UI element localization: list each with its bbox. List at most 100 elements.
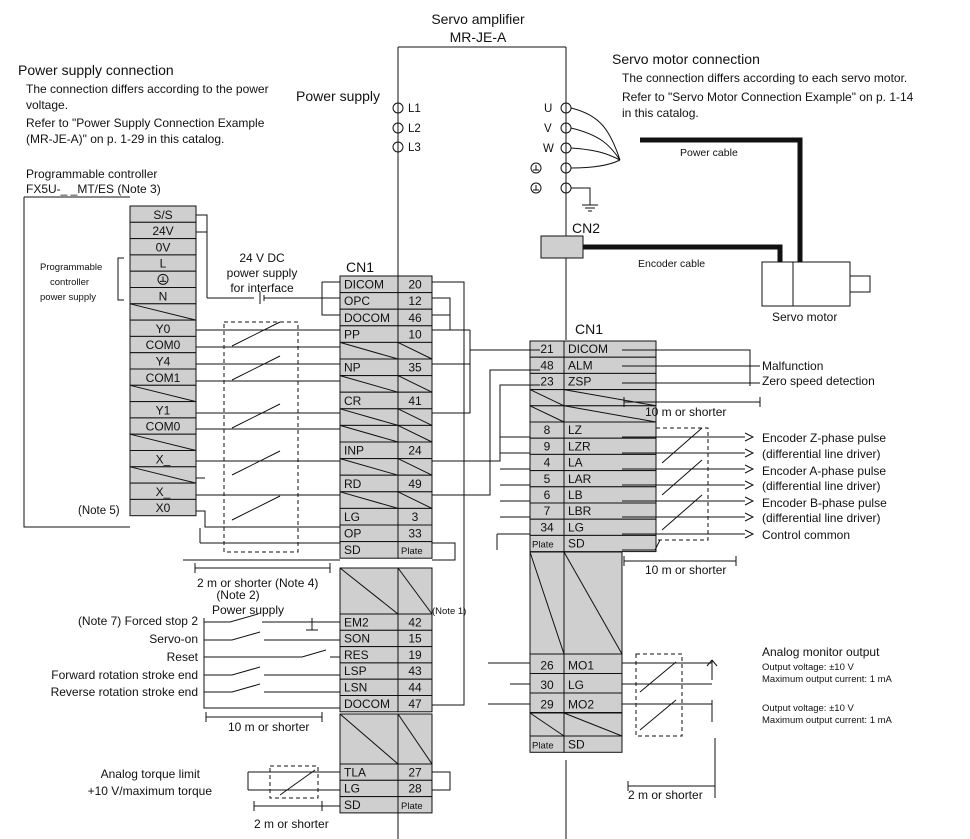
power-supply-small-label: Power supply bbox=[212, 603, 284, 617]
dc24-line: 24 V DC bbox=[239, 251, 285, 265]
cn1-internal-wiring bbox=[432, 281, 540, 706]
cn1-right-sig: LBR bbox=[568, 504, 592, 518]
cn1-right-filler bbox=[563, 551, 623, 655]
power-cable-label: Power cable bbox=[680, 147, 738, 159]
cn1-right-pin: 23 bbox=[540, 375, 554, 389]
psc-line: The connection differs according to the … bbox=[26, 82, 269, 96]
cn1-right-lower-pin: 26 bbox=[540, 659, 554, 673]
servo-motor: Servo motor bbox=[761, 261, 871, 324]
encoder-z-label: Encoder Z-phase pulse bbox=[762, 431, 886, 445]
ten-m-1: 10 m or shorter bbox=[645, 405, 726, 419]
cn1-left-sig: LG bbox=[344, 510, 360, 524]
two-m-note4: 2 m or shorter (Note 4) bbox=[197, 576, 318, 590]
cn1-lower-sig: EM2 bbox=[344, 615, 369, 629]
zero-speed-label: Zero speed detection bbox=[762, 374, 875, 388]
dc24-line: power supply bbox=[227, 266, 298, 280]
power-cable bbox=[640, 137, 803, 262]
plc-power-brace bbox=[117, 257, 124, 301]
cn1-lower-sig: SON bbox=[344, 632, 370, 646]
cn1-left-sig: PP bbox=[344, 327, 360, 341]
encoder-b-label: Encoder B-phase pulse bbox=[762, 496, 887, 510]
cn1-right-sig: ALM bbox=[568, 358, 593, 372]
amplifier-model: MR-JE-A bbox=[450, 29, 507, 45]
plc-terminal-label: COM1 bbox=[146, 371, 181, 385]
plc-blank bbox=[129, 466, 197, 484]
cn1-lower-pin: 19 bbox=[408, 648, 422, 662]
cn1-tla-pin: 28 bbox=[408, 782, 422, 796]
cn1-right-pin: 48 bbox=[540, 358, 554, 372]
smc-line: in this catalog. bbox=[622, 106, 699, 120]
servo-on-label: Servo-on bbox=[149, 632, 198, 646]
cn1-left-pin: 10 bbox=[408, 327, 422, 341]
cn1-left-blank bbox=[397, 458, 433, 476]
plc-wiring: 2 m or shorter (Note 4) bbox=[183, 281, 340, 590]
cn1-right-blank bbox=[563, 389, 657, 407]
cn1-lower-sig: RES bbox=[344, 648, 369, 662]
cn1-right-label: CN1 bbox=[575, 321, 603, 337]
cn1-right-filler bbox=[529, 551, 565, 655]
cn1-right-filler bbox=[563, 712, 623, 737]
cn1-left-blank bbox=[397, 424, 433, 443]
cn1-tla-pin: 27 bbox=[408, 765, 422, 779]
cn1-tla-sig: SD bbox=[344, 798, 361, 812]
cn1-lower-sig: LSN bbox=[344, 681, 367, 695]
plc-blank bbox=[129, 303, 197, 321]
cn1-lower-pin: 44 bbox=[408, 681, 422, 695]
terminal-w: W bbox=[543, 143, 554, 155]
cn1-right-pin: 8 bbox=[544, 423, 551, 437]
amplifier-title: Servo amplifier bbox=[431, 11, 525, 27]
dc24-supply: 24 V DC power supply for interface bbox=[196, 214, 340, 304]
analog-torque: Analog torque limit +10 V/maximum torque… bbox=[88, 765, 451, 831]
plc-power-label: controller bbox=[50, 277, 89, 288]
cn1-right-lower-pin: Plate bbox=[532, 740, 554, 751]
plc-terminal-label: X_ bbox=[156, 485, 171, 499]
cn1-right-sig: LG bbox=[568, 520, 584, 534]
analog-monitor-current: Maximum output current: 1 mA bbox=[762, 674, 893, 685]
cn1-left-sig: SD bbox=[344, 543, 361, 557]
power-supply-terminals: Power supply L1 L2 L3 bbox=[296, 88, 421, 154]
analog-monitor-voltage: Output voltage: ±10 V bbox=[762, 662, 854, 673]
note2-label: (Note 2) bbox=[216, 588, 259, 602]
cn1-left-sig: INP bbox=[344, 444, 364, 458]
cn1-filler bbox=[339, 713, 399, 765]
plc-title: Programmable controller bbox=[26, 167, 157, 181]
plc-power-label: Programmable bbox=[40, 262, 102, 273]
cn1-left-sig: NP bbox=[344, 361, 361, 375]
cn1-left-sig: OPC bbox=[344, 294, 370, 308]
cn1-right-pin: Plate bbox=[532, 540, 554, 551]
plc-model: FX5U-_ _MT/ES (Note 3) bbox=[26, 182, 161, 196]
diff-label: (differential line driver) bbox=[762, 511, 881, 525]
cn1-filler bbox=[397, 567, 433, 615]
plc-terminal-label: N bbox=[159, 289, 168, 303]
cn1-left-pin: 24 bbox=[408, 444, 422, 458]
cn1-lower-pin: 43 bbox=[408, 664, 422, 678]
power-supply-connection-heading: Power supply connection bbox=[18, 62, 174, 78]
cn1-tla-cell bbox=[397, 796, 433, 814]
cn1-left-sig: DOCOM bbox=[344, 311, 390, 325]
cn1-lower-pin: 47 bbox=[408, 697, 422, 711]
cn1-right-pin: 9 bbox=[544, 439, 551, 453]
cn1-left-pin: 33 bbox=[408, 527, 422, 541]
diff-label: (differential line driver) bbox=[762, 479, 881, 493]
cn1-right-pin: 7 bbox=[544, 504, 551, 518]
control-common-label: Control common bbox=[762, 528, 850, 542]
terminal-v: V bbox=[544, 123, 552, 135]
cn1-left-blank bbox=[339, 375, 399, 393]
dc24-line: for interface bbox=[230, 281, 294, 295]
plc-terminal-label: Y0 bbox=[156, 322, 171, 336]
cn1-right-sig: ZSP bbox=[568, 375, 591, 389]
earth-ground-icon bbox=[582, 204, 598, 212]
cn1-right-sig: LB bbox=[568, 488, 583, 502]
cn1-right-pin: 6 bbox=[544, 488, 551, 502]
plc-terminal-label: X0 bbox=[156, 501, 171, 515]
terminal-l1: L1 bbox=[408, 103, 421, 115]
diff-label: (differential line driver) bbox=[762, 447, 881, 461]
psc-line: Refer to "Power Supply Connection Exampl… bbox=[26, 116, 265, 130]
power-supply-connection: Power supply connection The connection d… bbox=[18, 62, 269, 146]
cn1-left-pin: 41 bbox=[408, 394, 422, 408]
cn1-left-blank bbox=[339, 491, 399, 509]
plc-blank bbox=[129, 384, 197, 403]
cn1-right-sig: LZR bbox=[568, 439, 591, 453]
